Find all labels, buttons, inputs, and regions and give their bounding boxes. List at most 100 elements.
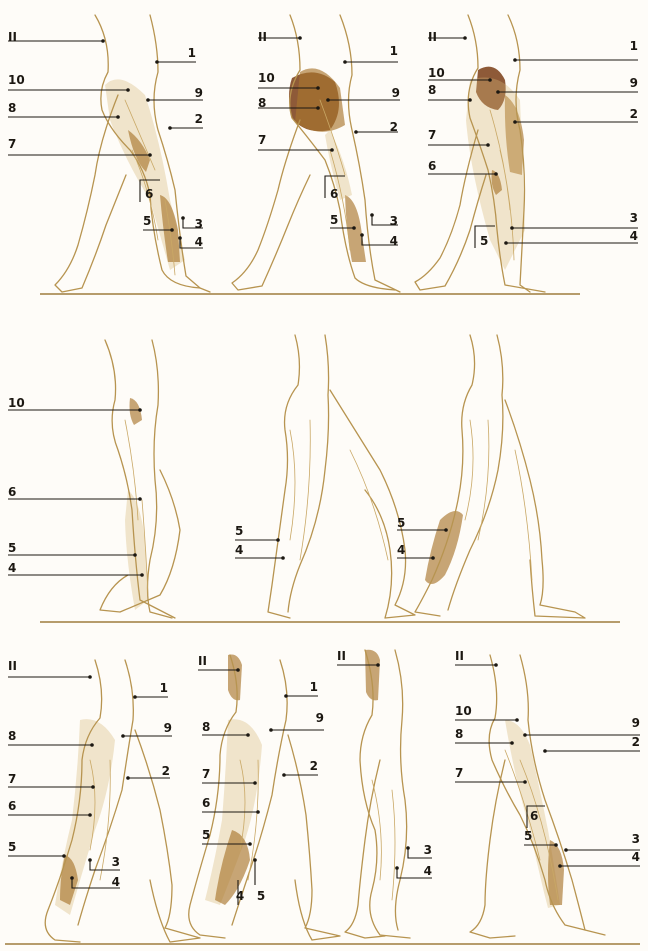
leader-dot (138, 497, 142, 501)
leader-dot (488, 78, 492, 82)
leader-dot (168, 126, 172, 130)
leader-dot (88, 813, 92, 817)
panel-r2-b (267, 334, 416, 619)
leader-dot (406, 846, 410, 850)
leader-dot (178, 236, 182, 240)
leader-dot (253, 781, 257, 785)
leader-dot (316, 106, 320, 110)
muscle-label: 4 (8, 561, 16, 575)
muscle-label: 3 (195, 217, 203, 231)
leader-dot (181, 216, 185, 220)
leader-dot (236, 668, 240, 672)
muscle-label: 3 (630, 211, 638, 225)
panel-r2-a (99, 339, 181, 619)
muscle-label: 2 (195, 112, 203, 126)
muscle-label: II (258, 30, 267, 44)
muscle-label: 7 (455, 766, 463, 780)
muscle-label: 7 (258, 133, 266, 147)
muscle-label: 7 (8, 772, 16, 786)
panel-r1-c (414, 14, 546, 293)
muscle-label: 5 (202, 828, 210, 842)
leader-dot (558, 864, 562, 868)
muscle-label: 9 (195, 86, 203, 100)
muscle-label: 2 (632, 735, 640, 749)
leg-figure-r1-a (54, 14, 211, 293)
leader-line (361, 235, 398, 246)
leader-dot (352, 226, 356, 230)
muscle-label: 8 (8, 101, 16, 115)
leader-dot (504, 241, 508, 245)
muscle-label: 9 (392, 86, 400, 100)
muscle-label: 6 (530, 809, 538, 823)
muscle-label: 1 (390, 44, 398, 58)
muscle-label: 4 (195, 235, 203, 249)
muscle-label: 1 (630, 39, 638, 53)
leader-dot (116, 115, 120, 119)
labels-r2-b: 54 (235, 524, 285, 560)
leader-line (179, 238, 203, 249)
muscle-label: 5 (8, 541, 16, 555)
leader-dot (330, 148, 334, 152)
muscle-label: 4 (632, 850, 640, 864)
panel-r3-a (44, 659, 201, 943)
leader-dot (269, 728, 273, 732)
leader-line (182, 218, 203, 229)
leader-dot (326, 98, 330, 102)
muscle-label: 4 (235, 543, 243, 557)
muscle-label: 2 (390, 120, 398, 134)
muscle-label: 10 (428, 66, 445, 80)
muscle-label: 9 (630, 76, 638, 90)
leader-dot (248, 842, 252, 846)
muscle-label: 10 (455, 704, 472, 718)
leader-dot (431, 556, 435, 560)
leader-dot (543, 749, 547, 753)
leader-dot (155, 60, 159, 64)
leader-dot (513, 58, 517, 62)
leader-line (526, 805, 545, 828)
muscle-label: 8 (455, 727, 463, 741)
muscle-label: II (428, 30, 437, 44)
leg-figure-r2-b (267, 334, 416, 619)
leg-figure-r3-d (469, 654, 606, 939)
leg-figure-r1-b (231, 14, 401, 293)
muscle-label: 8 (8, 729, 16, 743)
leader-dot (370, 213, 374, 217)
muscle-label: 6 (145, 187, 153, 201)
muscle-label: 7 (428, 128, 436, 142)
muscle-label: 7 (202, 767, 210, 781)
muscle-label: 5 (143, 214, 151, 228)
leader-dot (138, 408, 142, 412)
leader-dot (148, 153, 152, 157)
muscle-label: 6 (8, 799, 16, 813)
muscle-label: 8 (258, 96, 266, 110)
leader-dot (133, 695, 137, 699)
leader-line (407, 848, 432, 859)
leader-dot (70, 876, 74, 880)
muscle-label: 3 (632, 832, 640, 846)
leader-dot (564, 848, 568, 852)
leader-line (89, 860, 120, 871)
leader-dot (523, 780, 527, 784)
leader-line (139, 179, 160, 202)
leader-line (474, 225, 495, 248)
muscle-label: 6 (330, 187, 338, 201)
leader-dot (316, 86, 320, 90)
leader-dot (170, 228, 174, 232)
leader-dot (395, 866, 399, 870)
leader-dot (88, 858, 92, 862)
muscle-label: 9 (164, 721, 172, 735)
muscle-label: 1 (188, 46, 196, 60)
muscle-label: II (198, 654, 207, 668)
muscle-label: 9 (632, 716, 640, 730)
muscle-label: 7 (8, 137, 16, 151)
muscle-label: 2 (162, 764, 170, 778)
leader-line (396, 868, 432, 879)
leader-dot (298, 36, 302, 40)
